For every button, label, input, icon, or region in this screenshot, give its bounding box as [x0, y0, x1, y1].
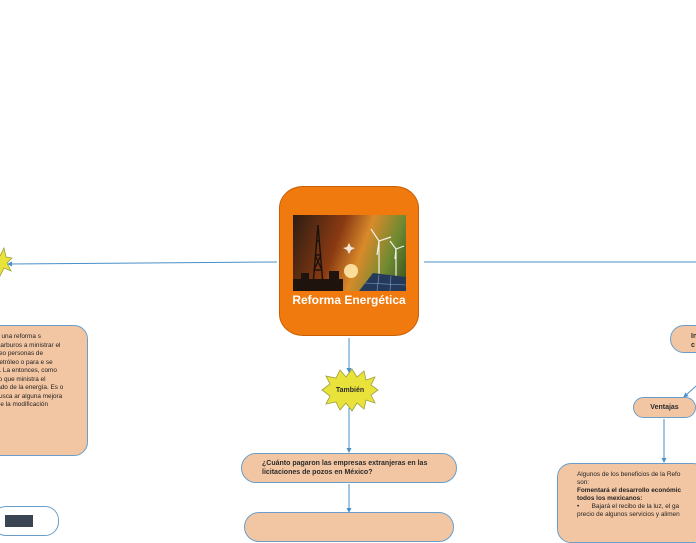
central-topic-node[interactable]: Reforma Energética	[279, 186, 419, 336]
solar-panel-icon	[359, 273, 406, 291]
benefits-text: Algunos de los beneficios de la Refo son…	[577, 471, 696, 519]
benefits-line-2: son:	[577, 479, 696, 487]
question-node[interactable]: ¿Cuánto pagaron las empresas extranjeras…	[241, 453, 457, 483]
sparkle-icon	[343, 243, 355, 254]
tambien-node[interactable]: También	[322, 380, 378, 400]
benefits-line-3: Fomentará el desarrollo económic	[577, 487, 696, 495]
right-partial-node[interactable]: In c	[670, 325, 696, 353]
bottom-left-node-partial[interactable]	[0, 506, 59, 536]
connector-right-ventajas	[684, 386, 696, 397]
tambien-label: También	[336, 387, 364, 394]
benefits-text-node[interactable]: Algunos de los beneficios de la Refo son…	[557, 463, 696, 543]
ventajas-node[interactable]: Ventajas	[633, 397, 696, 418]
ventajas-label: Ventajas	[650, 403, 678, 412]
right-partial-label-2: c	[691, 341, 696, 350]
benefits-line-5: • Bajará el recibo de la luz, el ga	[577, 503, 696, 511]
central-topic-title: Reforma Energética	[280, 293, 418, 307]
benefits-line-6: precio de algunos servicios y alimen	[577, 511, 696, 519]
definition-body: Es una reforma s hidrocarburos a ministr…	[0, 333, 63, 408]
definition-text-node[interactable]: a? Es una reforma s hidrocarburos a mini…	[0, 325, 88, 456]
energy-illustration	[293, 215, 406, 291]
sun-shape	[344, 264, 358, 278]
connector-central-left	[8, 262, 277, 264]
bottom-left-thumbnail	[5, 515, 33, 527]
left-starburst-shape	[0, 248, 12, 276]
definition-text: a? Es una reforma s hidrocarburos a mini…	[0, 333, 65, 410]
oil-derrick-icon	[313, 225, 323, 285]
benefits-line-1: Algunos de los beneficios de la Refo	[577, 471, 696, 479]
next-node-partial[interactable]	[244, 512, 454, 542]
benefits-line-4: todos los mexicanos:	[577, 495, 696, 503]
question-label: ¿Cuánto pagaron las empresas extranjeras…	[262, 459, 438, 477]
right-partial-label-1: In	[691, 332, 696, 341]
